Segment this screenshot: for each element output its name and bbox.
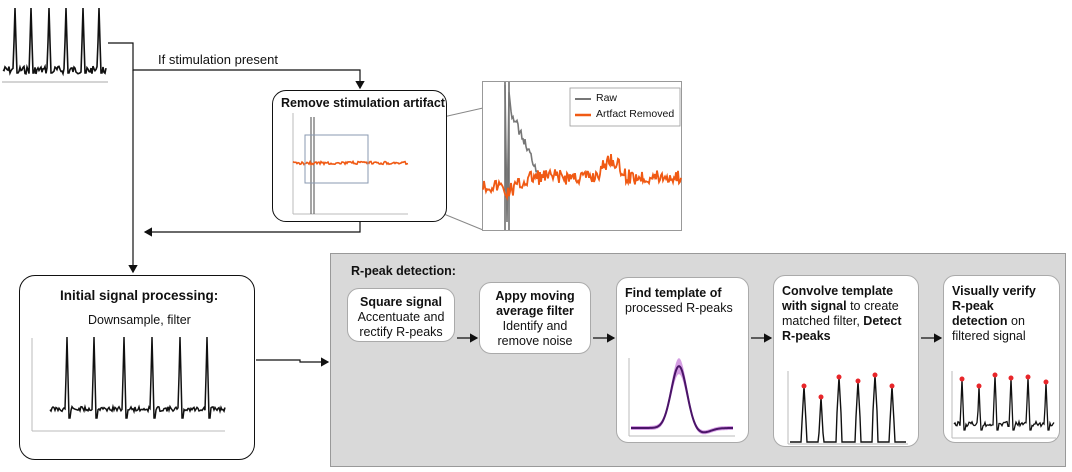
step-visual-verify: Visually verify R-peak detection on filt… bbox=[943, 275, 1060, 443]
rpeak-detection-panel: R-peak detection: Square signal Accentua… bbox=[330, 253, 1066, 467]
legend-raw: Raw bbox=[596, 92, 618, 104]
verified-peak-marker bbox=[992, 372, 998, 378]
filtered-ecg-plot bbox=[31, 336, 226, 432]
artifact-removal-title: Remove stimulation artifact bbox=[281, 96, 445, 110]
initial-processing-box: Initial signal processing: Downsample, f… bbox=[19, 275, 255, 460]
detected-peak-marker bbox=[818, 394, 824, 400]
verified-peak-marker bbox=[1043, 379, 1049, 385]
step-moving-average: Appy moving average filter Identify and … bbox=[479, 282, 591, 354]
detected-peak-marker bbox=[836, 374, 842, 380]
verified-peak-marker bbox=[976, 383, 982, 389]
legend-artifact-removed: Artfact Removed bbox=[596, 108, 675, 120]
verified-peaks-plot bbox=[951, 371, 1056, 439]
initial-processing-subtitle: Downsample, filter bbox=[88, 313, 191, 327]
step-square-signal-desc: Accentuate and rectify R-peaks bbox=[357, 310, 445, 339]
step-convolve-detect: Convolve template with signal to create … bbox=[773, 275, 919, 447]
raw-ecg-plot bbox=[2, 7, 108, 83]
rpeak-panel-title: R-peak detection: bbox=[351, 264, 456, 278]
template-plot bbox=[628, 358, 735, 437]
matched-filter-plot bbox=[787, 371, 908, 445]
step-moving-average-title: Appy moving average filter bbox=[495, 289, 575, 318]
verified-peak-marker bbox=[1025, 374, 1031, 380]
verified-peak-marker bbox=[959, 376, 965, 382]
step-convolve-desc: to create matched filter, bbox=[782, 299, 899, 328]
rpeak-step-arrows bbox=[457, 333, 943, 343]
step-visual-verify-title: Visually verify R-peak detection bbox=[952, 284, 1036, 328]
step-convolve-title: Convolve template with signal bbox=[782, 284, 894, 313]
artifact-mini-plot bbox=[292, 113, 409, 215]
step-find-template: Find template of processed R-peaks bbox=[616, 277, 749, 443]
step-detect-title: Detect R-peaks bbox=[782, 314, 902, 343]
step-square-signal-title: Square signal bbox=[360, 295, 442, 309]
artifact-removal-box: Remove stimulation artifact bbox=[272, 90, 447, 222]
branch-label: If stimulation present bbox=[158, 52, 278, 67]
artifact-zoom-plot: Raw Artfact Removed bbox=[482, 81, 682, 231]
step-find-template-title: Find template of bbox=[625, 286, 722, 300]
step-moving-average-desc: Identify and remove noise bbox=[497, 319, 573, 348]
detected-peak-marker bbox=[889, 383, 895, 389]
detected-peak-marker bbox=[872, 372, 878, 378]
step-visual-verify-desc: on filtered signal bbox=[952, 314, 1026, 343]
verified-peak-marker bbox=[1008, 375, 1014, 381]
step-find-template-desc: processed R-peaks bbox=[625, 301, 733, 315]
detected-peak-marker bbox=[801, 383, 807, 389]
initial-processing-title: Initial signal processing: bbox=[60, 288, 219, 303]
step-square-signal: Square signal Accentuate and rectify R-p… bbox=[347, 288, 455, 342]
detected-peak-marker bbox=[855, 378, 861, 384]
